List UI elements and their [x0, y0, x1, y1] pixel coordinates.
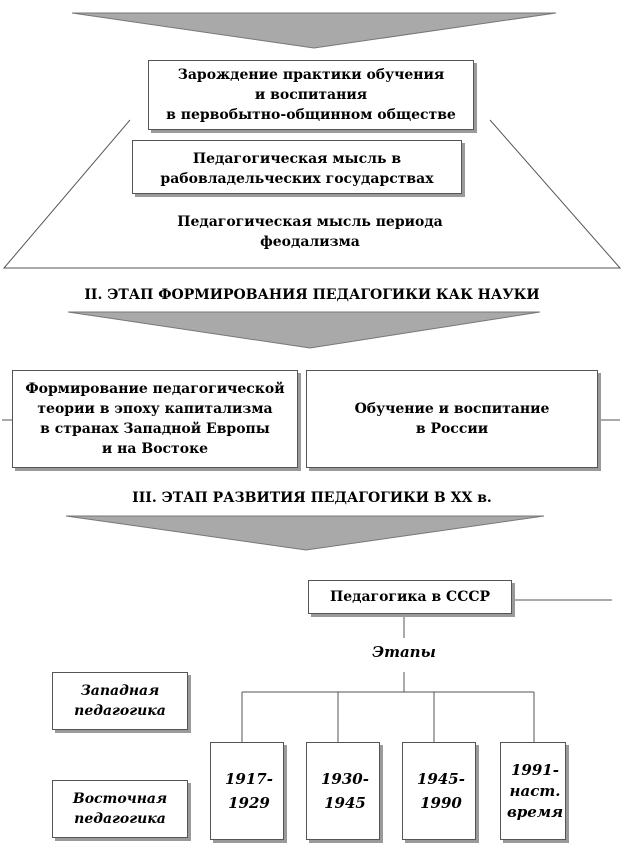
box-capitalism-theory: Формирование педагогической теории в эпо… — [12, 370, 298, 468]
stage3-heading: III. ЭТАП РАЗВИТИЯ ПЕДАГОГИКИ В XX в. — [132, 490, 492, 506]
russia-education-text: Обучение и воспитание в России — [354, 401, 550, 437]
primitive-society-text: Зарождение практики обучения и воспитани… — [166, 67, 456, 123]
eastern-pedagogy-text: Восточная педагогика — [72, 791, 168, 827]
box-russia-education: Обучение и воспитание в России — [306, 370, 598, 468]
stage2-heading: II. ЭТАП ФОРМИРОВАНИЯ ПЕДАГОГИКИ КАК НАУ… — [84, 287, 540, 303]
period-1991-present-text: 1991- наст. время — [506, 760, 564, 821]
box-western-pedagogy: Западная педагогика — [52, 672, 188, 730]
box-period-1945-1990: 1945- 1990 — [402, 742, 476, 840]
period-1945-1990-text: 1945- 1990 — [417, 770, 465, 812]
arrow-stage2 — [67, 311, 541, 349]
trapezoid-outline — [2, 119, 622, 269]
stages-label: Этапы — [372, 643, 436, 661]
ussr-pedagogy-text: Педагогика в СССР — [329, 589, 491, 605]
box-period-1917-1929: 1917- 1929 — [210, 742, 284, 840]
arrow-stage3 — [65, 515, 545, 551]
western-pedagogy-text: Западная педагогика — [74, 683, 166, 719]
arrow-top — [71, 12, 557, 49]
period-1917-1929-text: 1917- 1929 — [225, 770, 273, 812]
box-stage1-secondary: Педагогическая мысль в рабовладельческих… — [132, 140, 462, 194]
box-eastern-pedagogy: Восточная педагогика — [52, 780, 188, 838]
box-period-1930-1945: 1930- 1945 — [306, 742, 380, 840]
period-1930-1945-text: 1930- 1945 — [321, 770, 369, 812]
box-period-1991-present: 1991- наст. время — [500, 742, 566, 840]
capitalism-theory-text: Формирование педагогической теории в эпо… — [25, 381, 285, 457]
box-primitive-society: Зарождение практики обучения и воспитани… — [148, 60, 474, 130]
box-ussr-pedagogy: Педагогика в СССР — [308, 580, 512, 614]
feudalism-text: Педагогическая мысль периода феодализма — [177, 214, 443, 250]
slaveholding-text: Педагогическая мысль в рабовладельческих… — [160, 151, 434, 187]
